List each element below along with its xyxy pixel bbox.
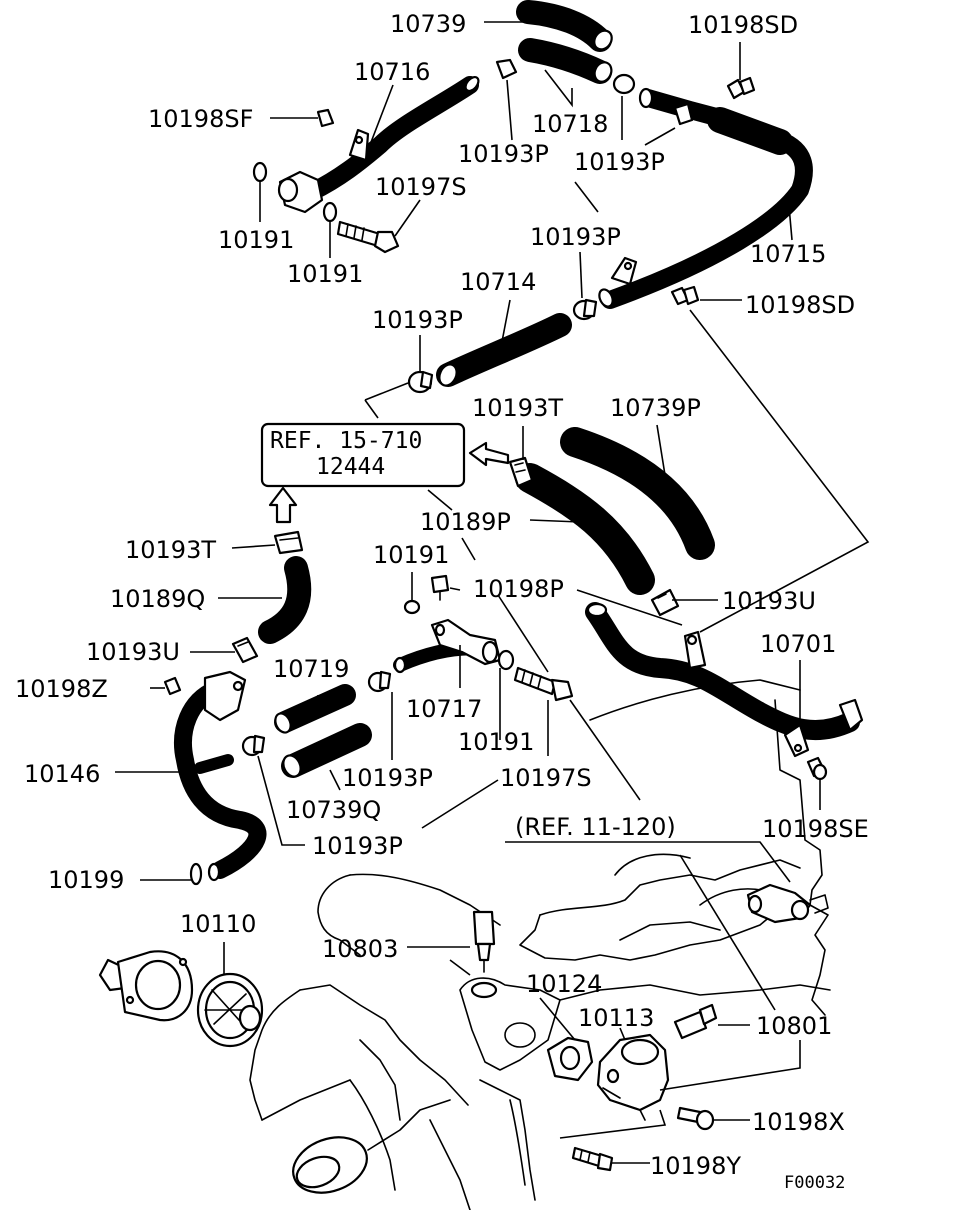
label-10803: 10803: [322, 935, 398, 963]
label-10198Y: 10198Y: [650, 1152, 741, 1180]
thermostat-cover-10110: [98, 950, 194, 1022]
label-10739P: 10739P: [610, 394, 701, 422]
label-10198X: 10198X: [752, 1108, 845, 1136]
label-10113: 10113: [578, 1004, 654, 1032]
label-10191-a: 10191: [218, 226, 294, 254]
hose-10714: [436, 313, 572, 387]
engine-block-outline: [519, 679, 831, 1016]
label-10191-b: 10191: [287, 260, 363, 288]
label-10801: 10801: [756, 1012, 832, 1040]
reference-box-15-710: REF. 15-710 12444: [260, 422, 466, 488]
label-10193P-c: 10193P: [530, 223, 621, 251]
clamp-10193U-right: [650, 588, 680, 617]
arrow-to-ref-from-right: [468, 441, 510, 467]
label-10716: 10716: [354, 58, 430, 86]
o-ring-10191-b: [322, 201, 338, 223]
pipe-10715: [598, 87, 813, 309]
reference-label-12444: 12444: [316, 454, 385, 480]
hose-10189Q: [258, 556, 312, 644]
label-10715: 10715: [750, 240, 826, 268]
label-10718: 10718: [532, 110, 608, 138]
clamp-10193T-left: [273, 530, 304, 555]
label-10717: 10717: [406, 695, 482, 723]
hose-10739: [516, 0, 613, 52]
o-ring-10191-d: [497, 649, 515, 671]
part-labels: 10739 10198SD 10716 10198SF 10718 10193P…: [15, 10, 869, 1193]
o-ring-10191-c: [403, 599, 421, 615]
bolt-10197S-top: [336, 220, 400, 254]
clamp-10193P-top-left: [495, 58, 518, 80]
label-10193T-b: 10193T: [125, 536, 216, 564]
label-10191-d: 10191: [458, 728, 534, 756]
label-10739: 10739: [390, 10, 466, 38]
label-10198SE: 10198SE: [762, 815, 869, 843]
arrow-to-ref-from-below: [268, 486, 298, 524]
label-10198Z: 10198Z: [15, 675, 108, 703]
bolt-10198X: [676, 1106, 715, 1131]
label-10198SF: 10198SF: [148, 105, 253, 133]
engine-lower-left-outline: [249, 873, 561, 1210]
bolt-10198SD-mid: [670, 285, 700, 306]
label-10198SD-top: 10198SD: [688, 11, 798, 39]
leader-lines: [115, 21, 870, 1164]
hose-10718: [518, 38, 613, 84]
bolt-10198SD-top: [726, 76, 756, 100]
label-10199: 10199: [48, 866, 124, 894]
hose-10739Q: [281, 723, 372, 778]
hose-10739P: [560, 427, 715, 560]
clamp-10193P-mid: [367, 670, 392, 693]
bolt-10198Z: [163, 676, 182, 696]
label-10193T-a: 10193T: [472, 394, 563, 422]
label-10198SD-mid: 10198SD: [745, 291, 855, 319]
pipe-10717: [393, 618, 502, 674]
bolt-10198SE: [806, 756, 828, 781]
label-10739Q: 10739Q: [286, 796, 381, 824]
clamp-10193U-left: [231, 636, 259, 664]
label-10193P-a: 10193P: [458, 140, 549, 168]
label-10193U-a: 10193U: [722, 587, 816, 615]
label-10198P: 10198P: [473, 575, 564, 603]
label-10701: 10701: [760, 630, 836, 658]
clamp-10193P-left-lower: [241, 734, 266, 757]
pipe-10716: [277, 75, 480, 214]
clamp-10193P-10714-left: [407, 370, 434, 394]
label-10197S-top: 10197S: [375, 173, 467, 201]
sensor-10801: [673, 1003, 718, 1040]
pipe-10701: [585, 602, 864, 758]
hose-10189P: [515, 463, 655, 595]
label-10719: 10719: [273, 655, 349, 683]
bolt-10197S-lower: [513, 666, 574, 702]
label-10197S-bot: 10197S: [500, 764, 592, 792]
label-ref-11-120: (REF. 11-120): [515, 813, 676, 841]
label-10193P-b: 10193P: [574, 148, 665, 176]
clamp-10193T-right: [508, 456, 534, 488]
label-10191-c: 10191: [373, 541, 449, 569]
label-10193U-b: 10193U: [86, 638, 180, 666]
clamp-10193P-top-right: [612, 73, 636, 95]
bolt-10198P: [430, 574, 450, 601]
reference-label-15-710: REF. 15-710: [270, 428, 422, 454]
label-10189P: 10189P: [420, 508, 511, 536]
bolt-10198Y: [571, 1146, 614, 1172]
gasket-10124: [546, 1036, 594, 1082]
label-10146: 10146: [24, 760, 100, 788]
label-10124: 10124: [526, 970, 602, 998]
thermostat-10110: [196, 972, 264, 1048]
clamp-10193P-10714-right: [572, 298, 598, 321]
label-10193P-e: 10193P: [342, 764, 433, 792]
label-10714: 10714: [460, 268, 536, 296]
figure-code: F00032: [784, 1173, 845, 1193]
sensor-10803: [470, 910, 498, 999]
water-outlet-10113: [596, 1033, 670, 1121]
hose-10719: [274, 684, 356, 734]
label-10110: 10110: [180, 910, 256, 938]
label-10193P-f: 10193P: [312, 832, 403, 860]
bolt-10198SF: [316, 108, 335, 128]
o-ring-10199: [189, 862, 203, 886]
o-ring-10191-a: [252, 161, 268, 183]
pipe-10146: [174, 670, 267, 882]
label-10189Q: 10189Q: [110, 585, 205, 613]
label-10193P-d: 10193P: [372, 306, 463, 334]
